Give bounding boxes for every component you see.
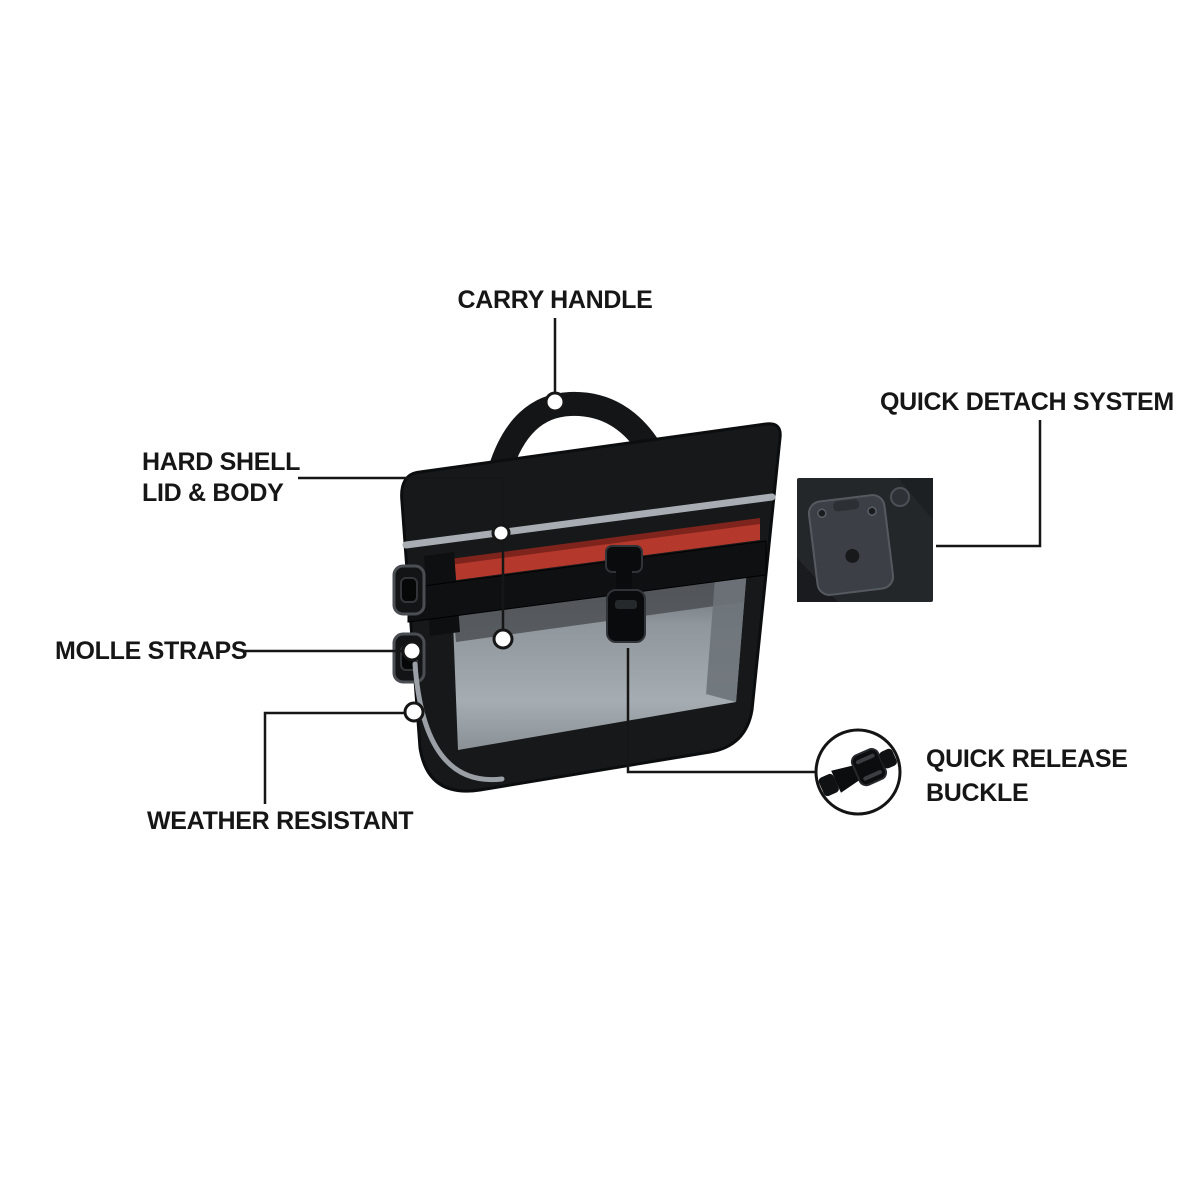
hard-shell-label: HARD SHELL LID & BODY (142, 447, 300, 509)
quick-release-label-line2: BUCKLE (926, 779, 1029, 807)
carry-handle-point (544, 391, 566, 413)
saddlebag-illustration (392, 391, 782, 793)
molle-straps-point (401, 640, 423, 662)
hard-shell-label-line1: HARD SHELL (142, 448, 301, 476)
callout-points (401, 391, 566, 723)
bottom-piping (412, 661, 505, 783)
weather-resistant-line (263, 711, 404, 804)
hard-shell-lid-point (491, 523, 511, 543)
quick-detach-line (936, 420, 1042, 548)
carry-handle-label: CARRY HANDLE (457, 286, 653, 314)
quick-detach-label: QUICK DETACH SYSTEM (880, 388, 1174, 416)
hard-shell-label-line2: LID & BODY (142, 479, 284, 507)
quick-release-inset (814, 728, 902, 816)
quick-release-label: QUICK RELEASE BUCKLE (926, 742, 1128, 810)
red-stripe-top (442, 518, 760, 567)
front-panel-right-wall (706, 556, 748, 702)
quick-release-line (626, 648, 815, 774)
bag-buckle (605, 545, 646, 643)
quick-detach-inset (797, 478, 933, 602)
carry-handle-shape (488, 391, 664, 482)
red-stripe (442, 524, 760, 582)
lid-piping (402, 493, 776, 549)
molle-straps-label: MOLLE STRAPS (55, 637, 248, 665)
hard-shell-body-point (492, 628, 514, 650)
weather-resistant-label: WEATHER RESISTANT (147, 807, 414, 835)
quick-release-label-line1: QUICK RELEASE (926, 745, 1128, 773)
hard-shell-line (298, 476, 505, 629)
quick-release-buckle-icon (818, 748, 897, 797)
weather-resistant-point (403, 701, 425, 723)
callout-lines (244, 318, 1042, 804)
